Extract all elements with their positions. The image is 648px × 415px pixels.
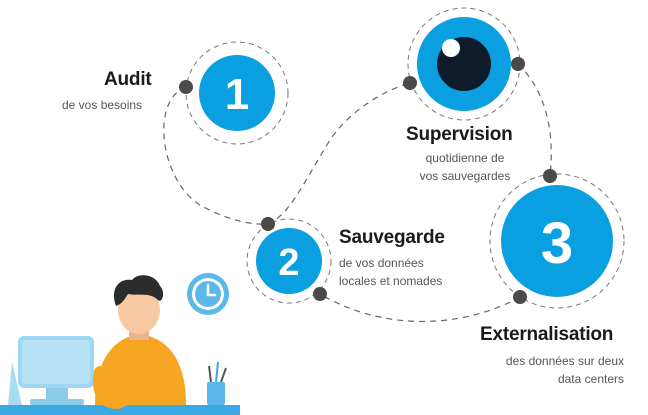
- person-shirt: [95, 334, 186, 405]
- step-1-description: de vos besoins: [62, 98, 143, 112]
- person-hair: [113, 275, 164, 306]
- supervision-description-line: vos sauvegardes: [419, 169, 511, 183]
- path-node: [543, 169, 557, 183]
- path-node: [313, 287, 327, 301]
- step-1-ring: [185, 41, 289, 145]
- person-at-computer-illustration: [0, 275, 240, 415]
- step-3-number: 3: [541, 211, 573, 276]
- supervision-title: Supervision: [406, 124, 513, 145]
- step-2-circle: [256, 228, 322, 294]
- supervision-eye-icon: [417, 17, 511, 111]
- step-2-ring: [246, 218, 332, 304]
- step-1-number: 1: [225, 70, 249, 119]
- step-2-title: Sauvegarde: [339, 227, 445, 248]
- step-3-description-line: des données sur deux: [505, 354, 624, 368]
- path-node: [179, 80, 193, 94]
- desk: [0, 405, 240, 415]
- step-3-description: des données sur deux data centers: [478, 352, 624, 388]
- step-2-description-line: locales et nomades: [339, 274, 443, 288]
- path-nodes: [179, 57, 557, 304]
- clock-icon: [187, 273, 229, 315]
- step-2-number: 2: [278, 242, 299, 284]
- step-1-title: Audit: [104, 69, 152, 90]
- supervision-description: quotidienne de vos sauvegardes: [400, 149, 530, 185]
- supervision-description-line: quotidienne de: [425, 151, 505, 165]
- step-3-title: Externalisation: [480, 324, 614, 345]
- step-2-description: de vos données locales et nomades: [339, 254, 442, 290]
- path-node: [261, 217, 275, 231]
- person-head: [118, 286, 160, 334]
- step-3-circle: [501, 185, 613, 297]
- path-node: [403, 76, 417, 90]
- step-2-description-line: de vos données: [339, 256, 424, 270]
- path-node: [513, 290, 527, 304]
- step-1-circle: [199, 55, 275, 131]
- pencil-cup: [207, 382, 225, 405]
- path-node: [511, 57, 525, 71]
- step-3-ring: [489, 173, 625, 309]
- step-3-description-line: data centers: [557, 372, 624, 386]
